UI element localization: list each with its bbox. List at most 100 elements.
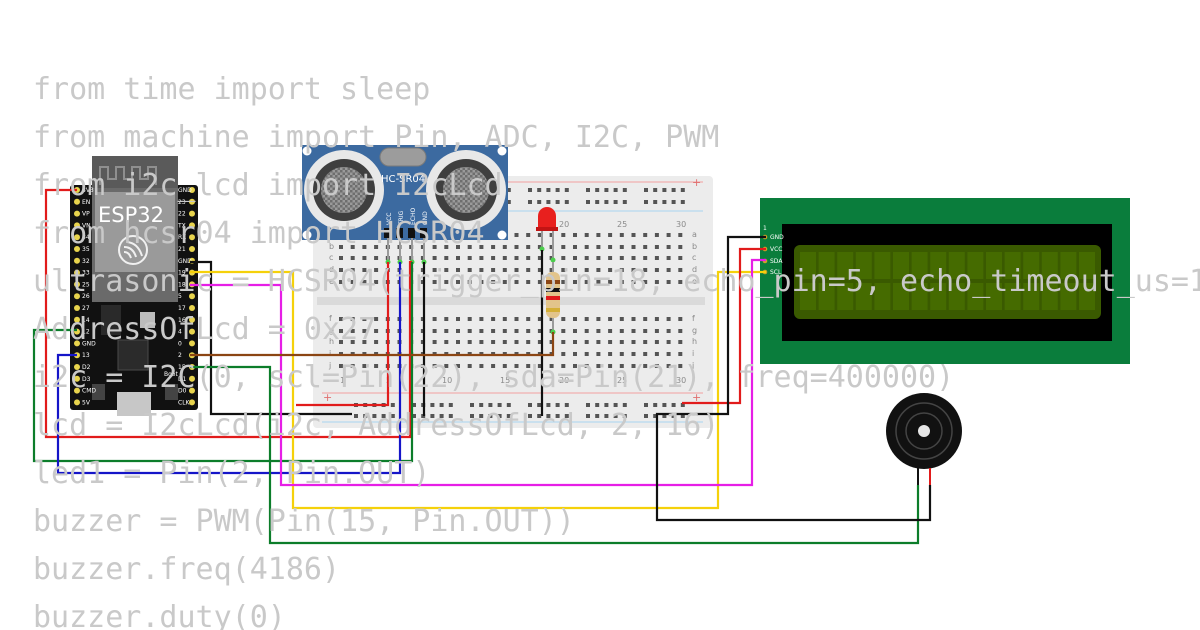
rail-hole (595, 200, 600, 204)
breadboard-hole (643, 329, 648, 333)
esp32-pin-left (74, 387, 80, 394)
breadboard-hole (467, 245, 472, 249)
breadboard-hole (584, 329, 589, 333)
column-numbers-top: 20 25 30 (559, 220, 686, 229)
esp32-pin-label-right: 18 (178, 281, 186, 288)
rail-hole (644, 403, 648, 407)
sensor-crystal (379, 147, 427, 167)
resistor-band-4 (546, 308, 560, 312)
breadboard-hole (374, 268, 379, 272)
rail-hole (479, 414, 484, 418)
rail-hole (497, 403, 502, 407)
breadboard-hole (619, 233, 624, 237)
rail-hole (479, 403, 484, 407)
sensor-label: HC-SR04 (381, 174, 425, 185)
rail-hole (680, 200, 685, 204)
usb-uart-chip (117, 339, 149, 371)
boot-button[interactable] (165, 384, 178, 400)
code-line-3: from i2c_lcd import I2cLcd (33, 168, 503, 203)
breadboard-hole (479, 340, 484, 344)
breadboard-hole (479, 280, 484, 284)
esp32-pin-label-left: VN (82, 222, 91, 229)
breadboard-hole (654, 280, 659, 284)
breadboard-hole (643, 364, 648, 368)
rail-hole (439, 403, 444, 407)
esp32-pin-right (189, 210, 195, 217)
breadboard-hole (537, 233, 542, 237)
breadboard-hole (654, 329, 659, 333)
piezo-buzzer[interactable] (886, 393, 962, 485)
breadboard-hole (479, 317, 484, 321)
lcd-cell (800, 283, 816, 310)
esp32-pin-label-left: 3V3 (82, 187, 94, 194)
breadboard-hole (350, 280, 355, 284)
esp32-pin-label-left: GND (82, 340, 96, 347)
breadboard-hole (467, 280, 472, 284)
red-led[interactable] (536, 207, 558, 263)
rail-hole (622, 403, 627, 407)
esp32-pin-left (74, 269, 80, 276)
row-letter-h: h (329, 337, 334, 346)
breadboard-hole (619, 352, 624, 356)
column-number-1: 1 (340, 376, 345, 385)
breadboard-hole (631, 364, 636, 368)
wire-yellow-scl (190, 270, 766, 510)
esp32-pin-right (189, 375, 195, 382)
breadboard-hole (467, 268, 472, 272)
rail-hole (506, 414, 511, 418)
breadboard-hole (350, 256, 355, 260)
esp32-pin-label-left: 26 (82, 293, 90, 300)
breadboard-hole (619, 364, 624, 368)
rail-hole (354, 414, 358, 418)
esp32-pin-label-right: D0 (178, 388, 187, 395)
breadboard-hole (444, 256, 449, 260)
rail-hole (653, 200, 658, 204)
lcd-cell (855, 283, 872, 310)
breadboard-hole (339, 364, 343, 368)
en-button[interactable] (92, 384, 105, 400)
rail-hole (506, 403, 511, 407)
breadboard-hole (561, 245, 566, 249)
lcd-cell (874, 252, 891, 279)
breadboard-hole (666, 317, 671, 321)
rail-hole (390, 414, 395, 418)
breadboard-hole (444, 329, 449, 333)
row-letter-j-right: j (691, 361, 694, 370)
breadboard-hole (444, 268, 449, 272)
breadboard-hole (350, 329, 355, 333)
code-line-12: buzzer.duty(0) (33, 600, 286, 630)
breadboard-hole (502, 280, 507, 284)
breadboard-hole (608, 352, 613, 356)
rail-hole (488, 403, 493, 407)
lcd-display[interactable]: 1 GND VCC SDA SCL (760, 198, 1130, 364)
rail-hole (537, 200, 542, 204)
breadboard-hole (596, 256, 601, 260)
rail-plus-sign-top: + (692, 176, 701, 189)
breadboard-hole (561, 317, 566, 321)
lcd-cell (911, 283, 928, 310)
rail-hole (430, 403, 435, 407)
breadboard-hole (444, 280, 449, 284)
esp32-pin-right (189, 234, 195, 241)
usb-connector (117, 392, 151, 416)
row-letter-c: c (329, 253, 333, 262)
lcd-cell (930, 283, 947, 310)
esp32-pin-right (189, 293, 195, 300)
lcd-cell (1060, 252, 1077, 279)
breadboard-hole (654, 233, 659, 237)
esp32-pin-label-left: 25 (82, 281, 90, 288)
esp32-pin-label-left: 12 (82, 329, 90, 336)
breadboard-hole (456, 280, 460, 284)
wire-green-buzzer (190, 365, 920, 545)
breadboard-hole (362, 364, 367, 368)
esp32-pin-label-left: 35 (82, 246, 90, 253)
code-line-6: AddressOfLcd = 0x27 (33, 312, 376, 347)
code-line-4: from hcsr04 import HCSR04 (33, 216, 485, 251)
hc-sr04-sensor[interactable]: HC-SR04 VCC TRIG ECHO GND (302, 145, 508, 240)
breadboard-hole (479, 245, 484, 249)
esp32-pin-right (189, 328, 195, 335)
lcd-cell (1079, 252, 1095, 279)
esp32-pin-left (74, 305, 80, 311)
code-line-7: i2c = I2C(0, scl=Pin(22), sda=Pin(21), f… (33, 360, 954, 395)
